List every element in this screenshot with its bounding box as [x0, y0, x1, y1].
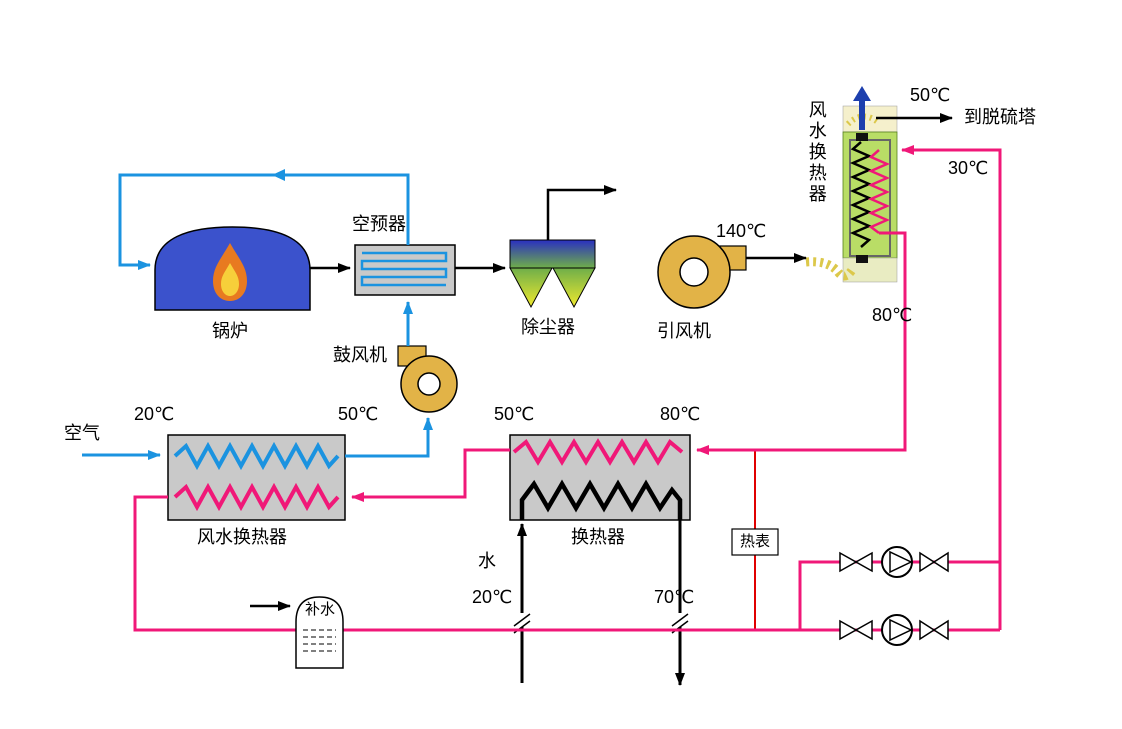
boiler-label: 锅炉	[212, 321, 248, 341]
air-label: 空气	[64, 423, 100, 443]
pump-group-lower	[839, 614, 949, 646]
pump-impeller-icon	[889, 550, 913, 574]
flue-dust-to-fan	[546, 185, 617, 240]
return-water-temp: 30℃	[948, 158, 989, 178]
id-fan-hub	[679, 257, 709, 287]
valve-icon	[919, 551, 936, 573]
flue-gas-outlet-spray	[845, 113, 880, 127]
pump-group-upper	[839, 546, 949, 578]
makeup-tank-body	[295, 596, 344, 669]
makeup-water-label: 补水	[305, 601, 336, 618]
id-fan-group	[657, 235, 747, 309]
top-hx-header-bottom	[856, 255, 868, 263]
air-preheater-coil	[360, 251, 448, 287]
valve-icon	[854, 551, 873, 573]
boiler-group	[154, 226, 311, 311]
id-fan-label: 引风机	[657, 321, 711, 341]
valve-icon	[919, 619, 936, 641]
pink-coil-bottom-hx	[173, 482, 340, 512]
valve-icon	[932, 619, 949, 641]
dust-collector-top	[509, 239, 596, 269]
center-hx-in-temp: 80℃	[660, 404, 701, 424]
valve-icon	[839, 551, 858, 573]
air-preheater-label: 空预器	[352, 214, 406, 234]
makeup-tank-level-lines	[303, 629, 336, 652]
supply-tophx-to-centerhx	[696, 231, 907, 455]
top-hx-frame	[849, 139, 891, 257]
top-hx-label: 风水换热器	[806, 100, 827, 205]
stack-up-arrow-icon	[853, 86, 871, 101]
return-riser-to-tophx	[901, 145, 1002, 630]
dust-collector-label: 除尘器	[521, 317, 575, 337]
dust-collector-hopper-left	[509, 267, 553, 309]
flue-gas-temp: 140℃	[716, 221, 767, 241]
valve-icon	[854, 619, 873, 641]
air-outlet-temp: 50℃	[338, 404, 379, 424]
top-hx-header-top	[856, 133, 868, 141]
air-preheater-to-boiler-loop	[118, 173, 410, 270]
water-label: 水	[478, 551, 496, 571]
supply-centerhx-to-bottomhx	[351, 448, 510, 502]
water-coil-center-hx	[519, 479, 683, 520]
pink-coil-center-hx	[512, 438, 684, 466]
flue-gas-lines	[250, 113, 953, 611]
return-bottom-line	[133, 495, 1000, 632]
fd-fan-hub	[417, 372, 441, 396]
air-lines	[82, 173, 433, 471]
water-inlet-temp: 20℃	[472, 587, 513, 607]
air-hx-to-fdfan	[345, 417, 433, 458]
air-loop-arrow-icon	[272, 169, 285, 181]
valve-icon	[932, 551, 949, 573]
center-hx-out-temp: 50℃	[494, 404, 535, 424]
top-hx-group	[805, 86, 898, 283]
supply-riser-temp: 80℃	[872, 305, 913, 325]
makeup-tank-group	[295, 596, 344, 669]
dust-collector-group	[509, 239, 596, 309]
heat-meter-label: 热表	[740, 533, 771, 550]
dust-collector-hopper-right	[552, 267, 596, 309]
top-hx-pink-coil	[867, 149, 891, 234]
water-lines	[513, 479, 689, 686]
fd-fan-group	[397, 345, 458, 413]
flame-inner-icon	[221, 263, 239, 296]
hot-water-lines	[133, 145, 1002, 632]
valve-icon	[839, 619, 858, 641]
water-outlet-temp: 70℃	[654, 587, 695, 607]
top-hx-shell	[842, 131, 898, 259]
fd-fan-label: 鼓风机	[333, 345, 387, 365]
blue-coil-bottom-hx	[173, 441, 340, 471]
heat-meter-box	[731, 528, 779, 556]
air-inlet-temp: 20℃	[134, 404, 175, 424]
center-hx-label: 换热器	[571, 527, 625, 547]
stack-outlet-temp: 50℃	[910, 85, 951, 105]
top-hx-inlet-zone	[842, 257, 898, 283]
top-hx-black-coil	[849, 141, 873, 248]
to-tower-label: 到脱硫塔	[964, 107, 1036, 127]
bottom-hx-label: 风水换热器	[197, 527, 287, 547]
pump-impeller-icon	[889, 618, 913, 642]
